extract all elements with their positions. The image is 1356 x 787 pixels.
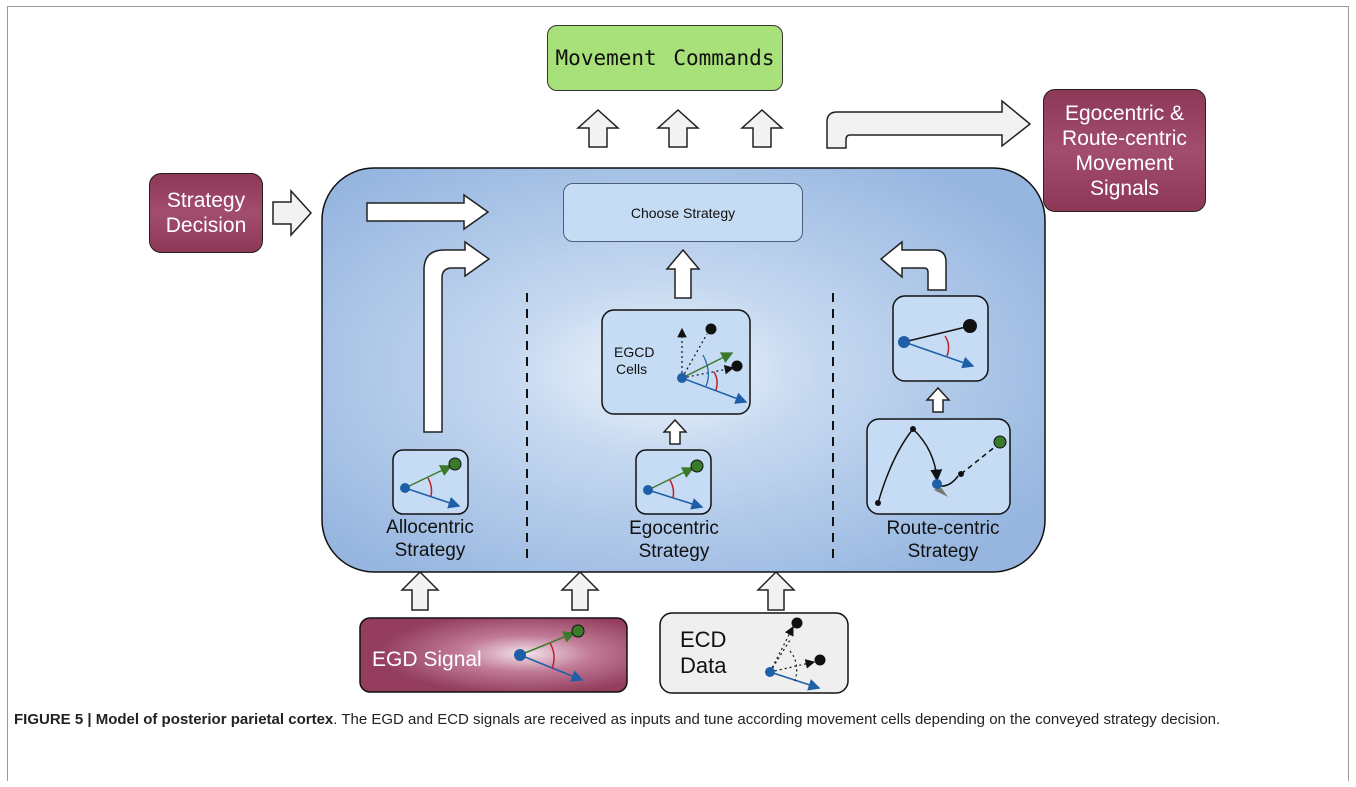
strategy-decision-line-2: Decision: [165, 214, 247, 237]
egcd-cells-label-line-2: Cells: [616, 361, 647, 377]
ecd-data-line-2: Data: [680, 653, 727, 678]
ecd-data-box: [659, 612, 849, 694]
route-bent-arrow-icon: [879, 240, 947, 291]
output-signals-line-1: Egocentric &: [1064, 101, 1185, 125]
egd-signal-label: EGD Signal: [372, 648, 482, 671]
egocentric-vector-icon: [635, 449, 712, 515]
route-small-arrow-icon: [925, 386, 951, 413]
egcd-cells-icon: [601, 309, 751, 415]
output-signals-line-2: Route-centric: [1062, 126, 1187, 150]
egocentric-strategy-label: Egocentric Strategy: [611, 517, 737, 563]
output-signals-box: Egocentric & Route-centric Movement Sign…: [1043, 89, 1206, 212]
egd-signal-box: [359, 617, 628, 693]
up-arrow-icon: [576, 108, 784, 148]
route-centric-strategy-label: Route-centric Strategy: [868, 517, 1018, 563]
route-centric-line-2: Strategy: [907, 541, 979, 562]
egocentric-line-1: Egocentric: [629, 518, 719, 539]
decision-arrow-icon: [272, 189, 313, 237]
movement-commands-label: Movement Commands: [555, 46, 775, 70]
output-bent-arrow-icon: [826, 99, 1032, 149]
ecd-data-line-1: ECD: [680, 627, 727, 652]
allocentric-line-2: Strategy: [394, 540, 466, 561]
allocentric-line-1: Allocentric: [386, 517, 474, 538]
allocentric-strategy-label: Allocentric Strategy: [368, 516, 492, 562]
ecd-data-label: ECD Data: [680, 627, 726, 679]
decision-to-choose-arrow-icon: [366, 193, 490, 231]
egocentric-up-arrow-icon: [665, 248, 701, 299]
choose-strategy-label: Choose Strategy: [630, 204, 736, 221]
route-vector-icon: [892, 295, 989, 382]
allocentric-vector-icon: [392, 449, 469, 515]
caption-text: . The EGD and ECD signals are received a…: [333, 711, 1221, 728]
egocentric-small-arrow-icon: [662, 418, 688, 445]
output-signals-line-3: Movement: [1075, 151, 1174, 175]
figure-frame: [7, 6, 1349, 781]
egcd-cells-label-line-1: EGCD: [614, 344, 654, 360]
strategy-decision-box: Strategy Decision: [149, 173, 263, 253]
movement-commands-box: Movement Commands: [547, 25, 783, 91]
figure-frame-top: [7, 6, 1349, 7]
choose-strategy-box: Choose Strategy: [563, 183, 803, 242]
output-signals-line-4: Signals: [1090, 176, 1159, 200]
strategy-decision-line-1: Strategy: [166, 189, 246, 212]
egocentric-line-2: Strategy: [638, 541, 710, 562]
route-centric-line-1: Route-centric: [886, 518, 1000, 539]
caption-label: FIGURE 5 | Model of posterior parietal c…: [14, 711, 334, 728]
input-arrow-icon: [400, 570, 796, 611]
route-path-icon: [866, 418, 1011, 515]
figure-caption: FIGURE 5 | Model of posterior parietal c…: [14, 708, 1339, 732]
allocentric-up-arrow-icon: [423, 240, 491, 433]
